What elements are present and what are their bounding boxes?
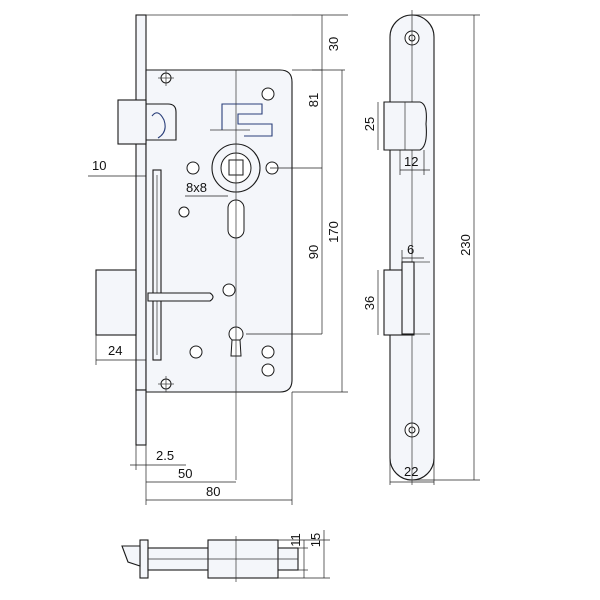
lock-front-view [95, 14, 293, 480]
dim-depth-11: 11 [288, 533, 303, 547]
dim-latch-height: 25 [362, 117, 377, 131]
dim-latch-width: 12 [404, 154, 418, 169]
front-dimensions: 30 81 90 170 10 8x8 24 2.5 50 80 [88, 14, 348, 505]
latch-bolt [117, 99, 177, 145]
dim-depth-15: 15 [308, 533, 323, 547]
side-dimensions: 230 25 12 6 36 22 [362, 14, 480, 485]
dim-deadbolt-width: 24 [108, 343, 122, 358]
mounting-holes [158, 70, 275, 392]
dim-backset: 50 [178, 466, 192, 481]
dim-follower-square: 8x8 [186, 180, 207, 195]
forend-plate [135, 14, 147, 391]
faceplate-side-view [383, 10, 435, 485]
deadbolt [95, 269, 137, 336]
dim-plate-length: 230 [458, 234, 473, 256]
dim-upper-to-follower: 81 [306, 93, 321, 107]
dim-screw-span: 170 [326, 221, 341, 243]
dim-deadbolt-height: 36 [362, 296, 377, 310]
lock-bottom-view: 11 15 [121, 530, 330, 582]
tumbler-lever [147, 292, 214, 302]
slider-bar [152, 169, 162, 361]
dim-strike-gap: 6 [407, 242, 414, 257]
forend-tail [135, 389, 147, 446]
dim-follower-to-key: 90 [306, 245, 321, 259]
dim-forend-thickness: 2.5 [156, 448, 174, 463]
dim-top-offset: 30 [326, 37, 341, 51]
dim-bolt-projection: 10 [92, 158, 106, 173]
spring-bracket [221, 103, 273, 137]
lock-case-body [145, 69, 293, 393]
dim-plate-width: 22 [404, 464, 418, 479]
dim-case-width: 80 [206, 484, 220, 499]
